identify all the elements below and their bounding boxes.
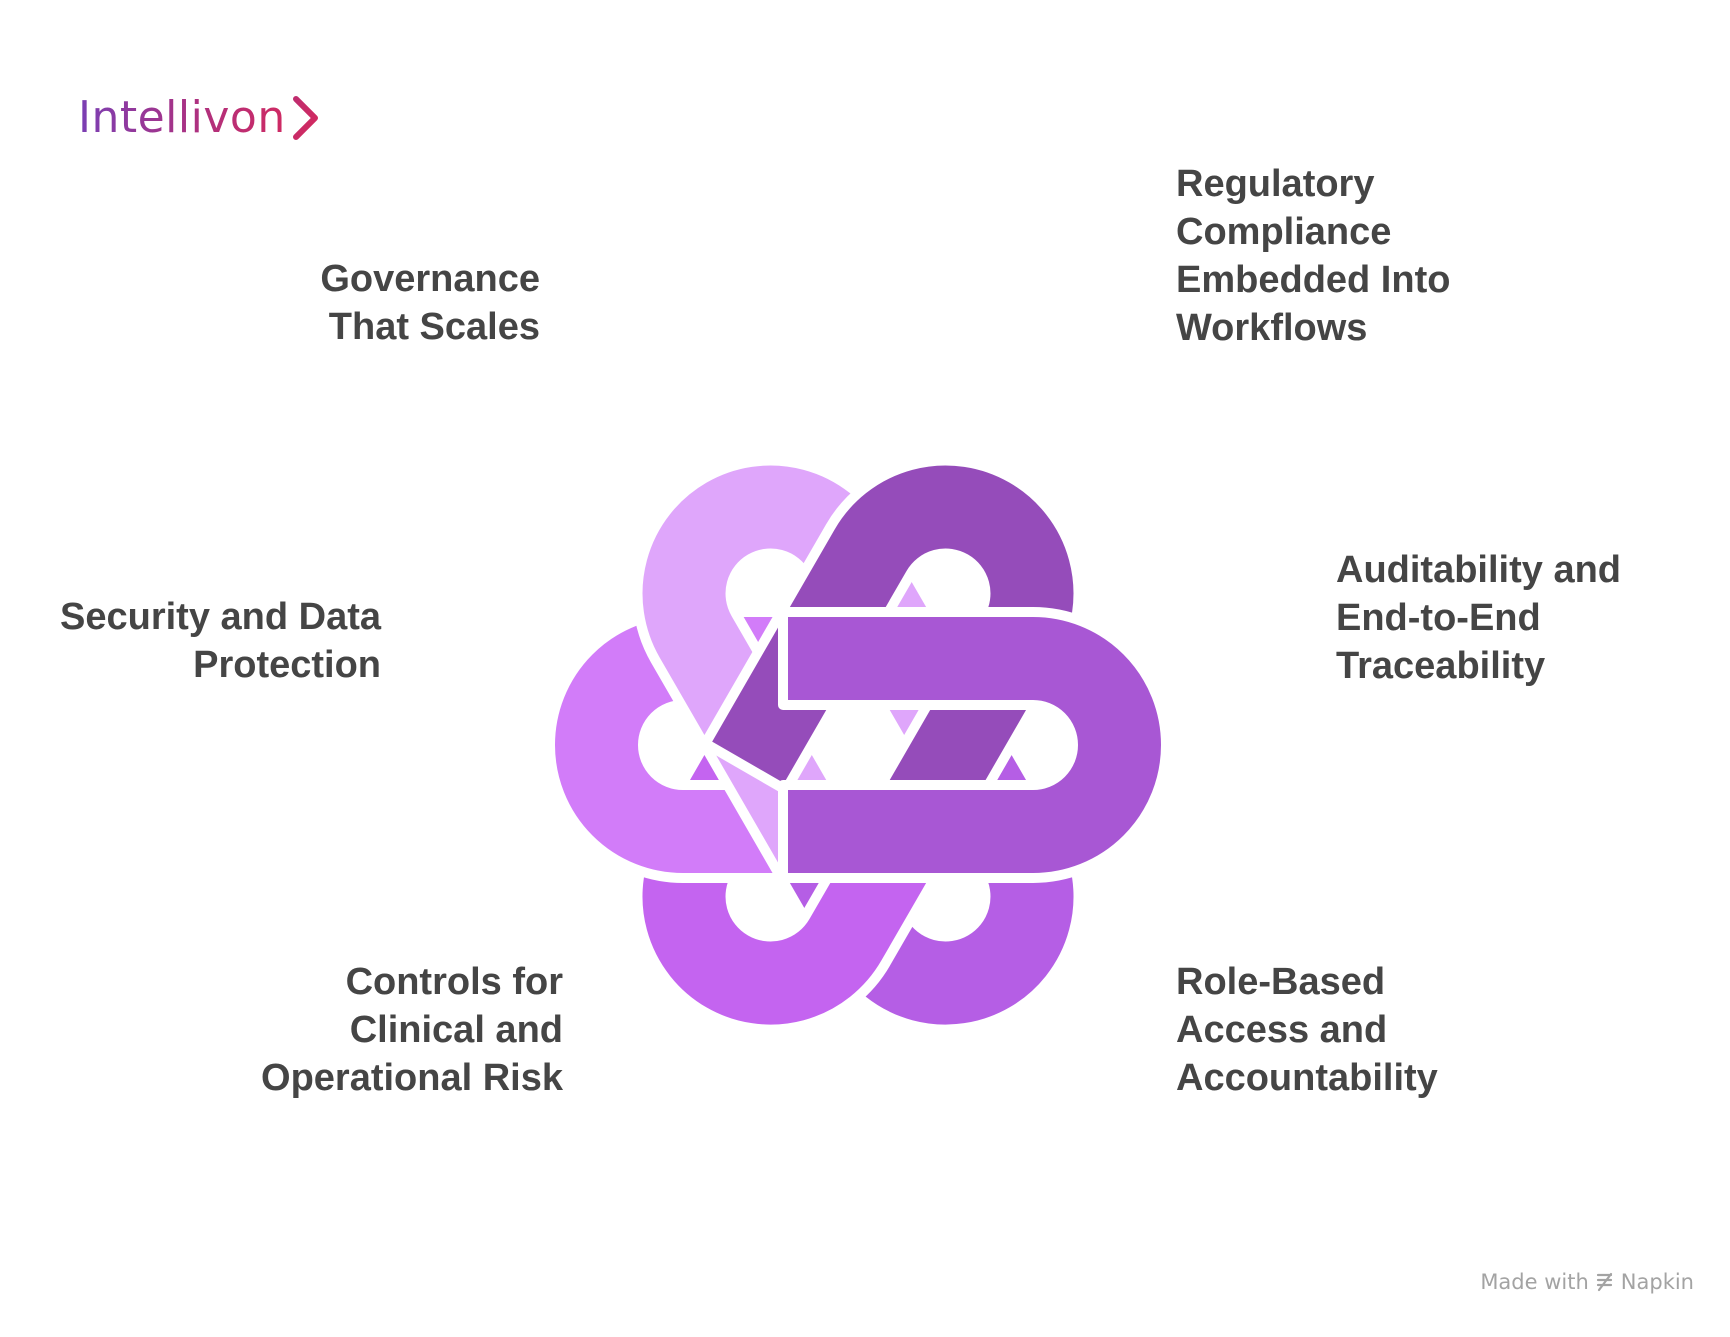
made-with-text: Made with: [1480, 1270, 1589, 1294]
brand-name: Intellivon: [78, 92, 286, 143]
brand-logo: Intellivon: [78, 92, 320, 143]
label-governance: Governance That Scales: [320, 258, 540, 348]
label-security-data-protection: Security and Data Protection: [60, 596, 381, 686]
made-with-footer: Made with Napkin: [1480, 1270, 1694, 1294]
label-clinical-operational-risk: Controls for Clinical and Operational Ri…: [261, 961, 563, 1099]
napkin-brand-text: Napkin: [1620, 1270, 1694, 1294]
loop-top-right: [700, 455, 1084, 882]
chevron-right-icon: [292, 95, 318, 140]
loop-right: [778, 607, 1171, 883]
napkin-logo-icon: [1596, 1272, 1612, 1292]
label-role-based-access: Role-Based Access and Accountability: [1176, 961, 1438, 1099]
label-regulatory-compliance: Regulatory Compliance Embedded Into Work…: [1176, 163, 1451, 349]
label-auditability-traceability: Auditability and End-to-End Traceability: [1336, 549, 1621, 687]
loop-top-left: [632, 455, 1016, 882]
